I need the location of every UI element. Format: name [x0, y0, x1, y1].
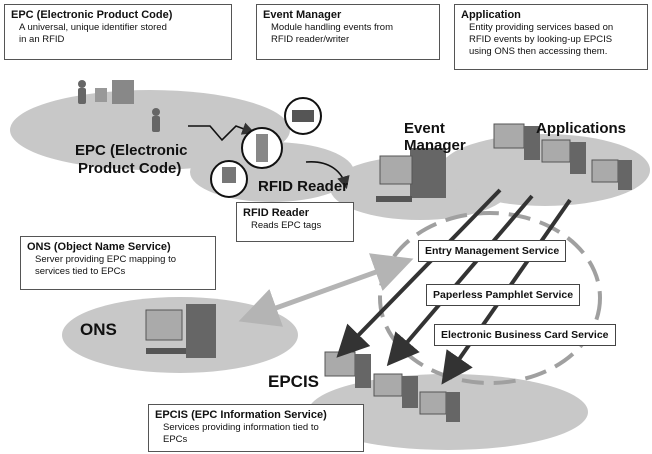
- rfid-reader-box-title: RFID Reader: [243, 207, 310, 219]
- application-box-desc-3: using ONS then accessing them.: [469, 46, 608, 57]
- epcis-box-title: EPCIS (EPC Information Service): [155, 409, 327, 421]
- ons-box-title: ONS (Object Name Service): [27, 241, 171, 253]
- event-manager-box-desc-1: Module handling events from: [271, 22, 393, 33]
- ons-description-box: ONS (Object Name Service) Server providi…: [20, 236, 216, 290]
- application-computers-icon: [493, 123, 632, 190]
- ons-computer-icon: [145, 304, 216, 358]
- service-paperless-pamphlet: Paperless Pamphlet Service: [426, 284, 581, 306]
- epcis-computers-icon: [324, 351, 460, 422]
- applications-zone: [440, 134, 650, 206]
- application-description-box: Application Entity providing services ba…: [454, 4, 648, 70]
- reader-to-manager-arrow: [305, 161, 350, 190]
- epc-box-desc-1: A universal, unique identifier stored: [19, 22, 167, 33]
- epc-label-line-1: EPC (Electronic: [75, 142, 188, 159]
- epcis-access-arrow-2: [386, 194, 534, 367]
- epcis-box-desc-1: Services providing information tied to: [163, 422, 319, 433]
- epc-description-box: EPC (Electronic Product Code) A universa…: [4, 4, 232, 60]
- epcis-description-box: EPCIS (EPC Information Service) Services…: [148, 404, 364, 452]
- event-manager-computer-icon: [376, 148, 446, 202]
- event-manager-box-desc-2: RFID reader/writer: [271, 34, 350, 45]
- epcis-label: EPCIS: [268, 372, 320, 391]
- ons-label: ONS: [80, 320, 117, 339]
- event-manager-description-box: Event Manager Module handling events fro…: [256, 4, 440, 60]
- epcis-access-arrow-1: [336, 188, 502, 358]
- application-box-desc-2: RFID events by looking-up EPCIS: [469, 34, 613, 45]
- epcis-box-desc-2: EPCs: [163, 434, 188, 445]
- applications-label: Applications: [536, 120, 627, 137]
- ons-box-desc-2: services tied to EPCs: [35, 266, 126, 277]
- rfid-reader-label: RFID Reader: [258, 178, 349, 195]
- ons-lookup-arrow: [238, 253, 414, 327]
- service-entry-management: Entry Management Service: [418, 240, 567, 262]
- event-manager-label-line-2: Manager: [404, 137, 466, 154]
- rfid-signal-icon: [188, 122, 255, 142]
- epc-box-title: EPC (Electronic Product Code): [11, 9, 173, 21]
- service-electronic-business-card: Electronic Business Card Service: [434, 324, 616, 346]
- application-box-desc-1: Entity providing services based on: [469, 22, 614, 33]
- people-goods-icon: [78, 80, 160, 132]
- rfid-reader-box-desc-1: Reads EPC tags: [251, 220, 322, 231]
- event-manager-box-title: Event Manager: [263, 9, 342, 21]
- application-box-title: Application: [461, 9, 521, 21]
- event-manager-label-line-1: Event: [404, 120, 445, 137]
- epc-box-desc-2: in an RFID: [19, 34, 65, 45]
- epc-label-line-2: Product Code): [78, 160, 182, 177]
- rfid-reader-description-box: RFID Reader Reads EPC tags: [236, 202, 354, 242]
- ons-box-desc-1: Server providing EPC mapping to: [35, 254, 176, 265]
